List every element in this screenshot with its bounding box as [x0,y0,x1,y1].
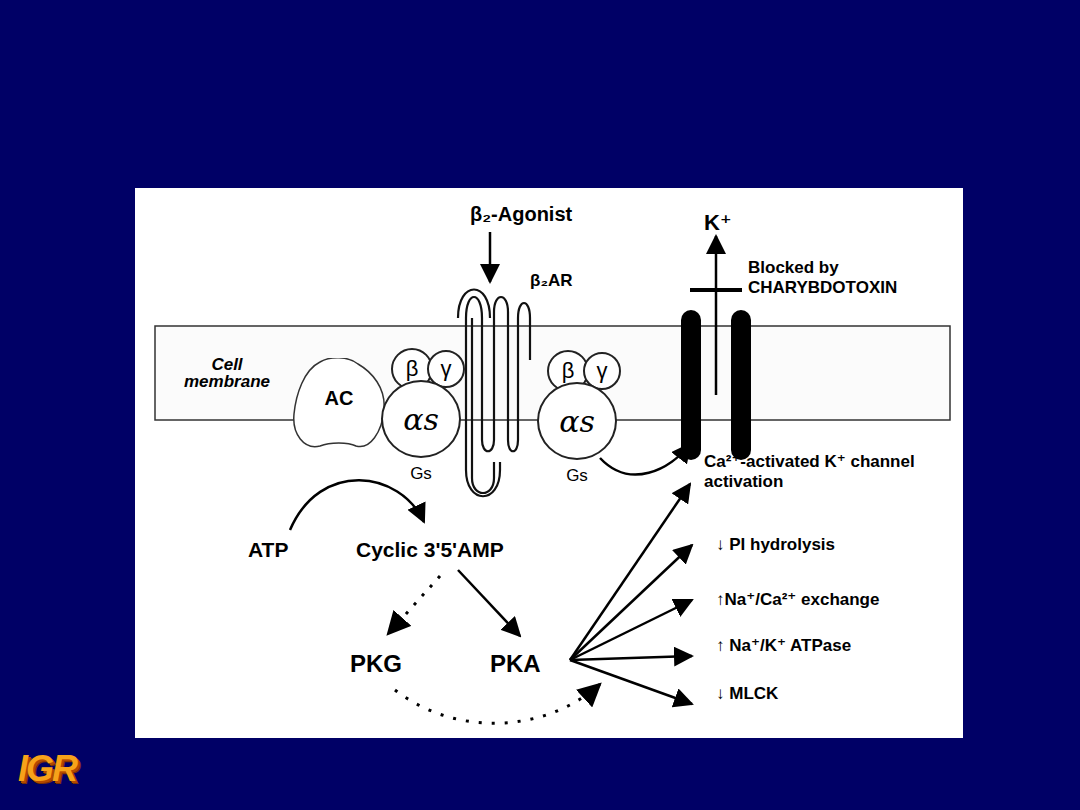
effect-label: Ca²⁺-activated K⁺ channel activation [704,452,954,491]
g-protein-subunit: αsGs [381,380,461,458]
effect-label: ↓ PI hydrolysis [716,535,835,555]
channel-wall [731,310,751,460]
messenger-label: Cyclic 3'5'AMP [356,538,504,562]
ac-arrow [290,480,424,530]
gs-label: Gs [566,466,588,486]
pka-arrow [570,484,690,660]
pka-arrow [570,656,692,660]
agonist-arrow [489,232,492,282]
kinase-label: PKG [350,650,402,678]
subunit-label: αs [403,402,439,437]
camp-pkg-arrow [388,576,440,634]
subunit-label: γ [597,358,608,384]
agonist-label: β₂-Agonist [470,203,572,226]
subunit-label: αs [559,404,595,439]
effect-label: ↑Na⁺/Ca²⁺ exchange [716,590,879,610]
subunit-label: β [406,356,419,382]
camp-pka-arrow [458,570,520,636]
pka-arrow [570,545,692,660]
adenylyl-cyclase: AC [290,358,388,452]
subunit-label: β [562,358,575,384]
subunit-label: γ [441,356,452,382]
pkg-pka-arrow [395,684,600,723]
pka-arrow [570,660,692,704]
membrane-band: Cell membraneACβγαsGsβγαsGs [155,326,950,420]
effect-label: ↑ Na⁺/K⁺ ATPase [716,636,851,656]
effect-label: ↓ MLCK [716,684,778,704]
membrane-label: Cell membrane [179,356,275,390]
k-flux-arrow [715,236,718,395]
white-panel [135,188,963,738]
channel-wall [681,310,701,460]
substrate-label: ATP [248,538,288,562]
logo: IGR [18,748,76,789]
gs-channel-arrow [600,444,690,474]
receptor [466,297,530,451]
gs-label: Gs [410,464,432,484]
kinase-label: PKA [490,650,541,678]
ac-label: AC [325,387,354,410]
toxin-note: Blocked by CHARYBDOTOXIN [748,258,948,297]
receptor-label: β₂AR [530,271,572,291]
g-protein-subunit: αsGs [537,382,617,460]
block-bar [690,288,742,292]
pka-arrow [570,600,692,660]
ion-label: K⁺ [704,210,732,235]
receptor-tail-inner [472,318,494,493]
receptor-tail [458,290,500,497]
